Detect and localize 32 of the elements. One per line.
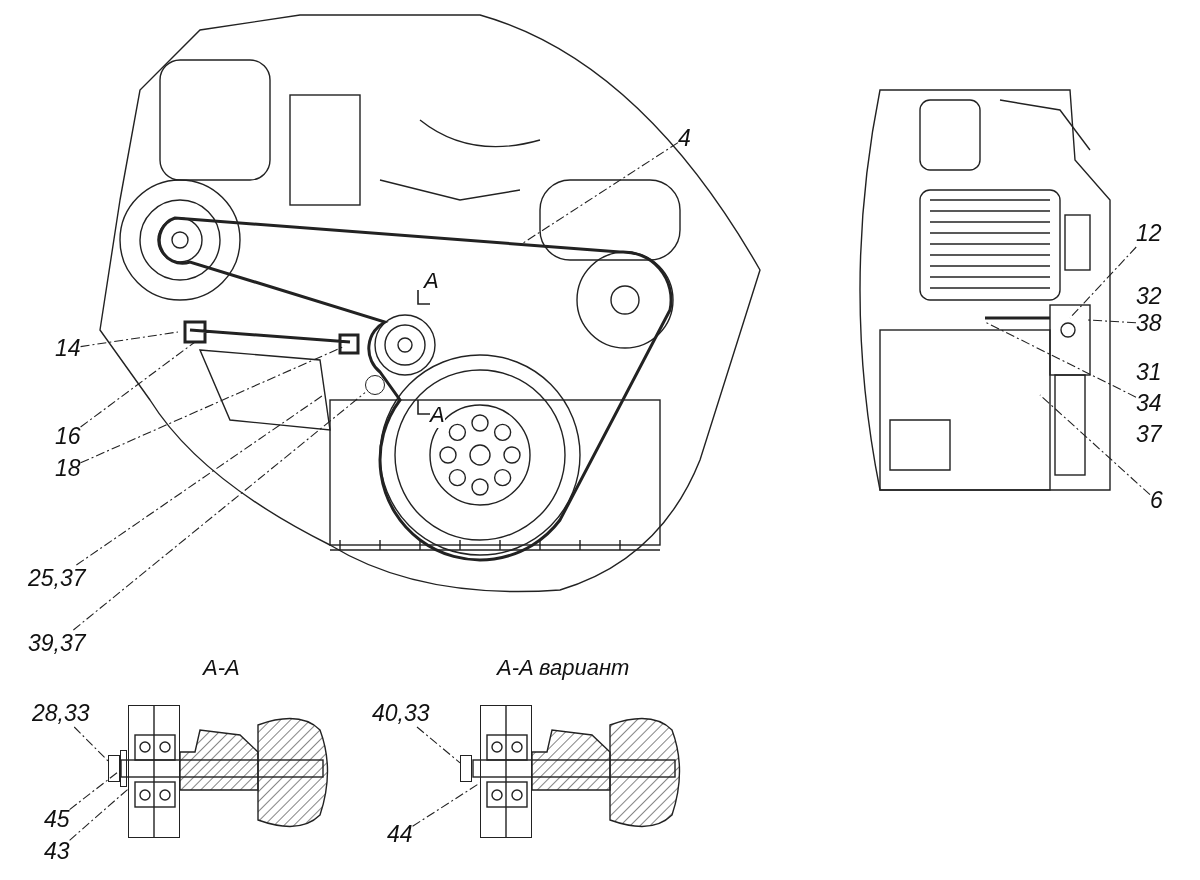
callout-number: 28,33: [32, 700, 90, 727]
bolt-head: [108, 755, 120, 782]
callout-number: 43: [44, 838, 70, 865]
callout-number: 25,37: [28, 565, 86, 592]
leader-line: [519, 142, 679, 246]
callout-number: 18: [55, 455, 81, 482]
callout-number: 12: [1136, 220, 1162, 247]
leader-line: [80, 331, 179, 348]
callout-number: 39,37: [28, 630, 86, 657]
callout-number: 40,33: [372, 700, 430, 727]
callout-number: 14: [55, 335, 81, 362]
callout-number: 45: [44, 806, 70, 833]
leader-line: [984, 321, 1137, 398]
pulley: [480, 705, 532, 838]
leader-line: [72, 392, 366, 631]
callout-number: 16: [55, 423, 81, 450]
leader-line: [1087, 319, 1137, 324]
leader-line: [69, 788, 129, 841]
leader-line: [1039, 394, 1151, 496]
leader-line: [69, 769, 121, 811]
callout-number: 44: [387, 821, 413, 848]
callout-number: 31 34 37: [1136, 357, 1162, 450]
callout-number: 4: [678, 125, 691, 152]
leader-line: [73, 726, 109, 762]
callout-number: 32 38: [1136, 283, 1162, 337]
leader-line: [1069, 246, 1137, 319]
washer: [120, 750, 127, 787]
bolt-head: [460, 755, 472, 782]
pulley: [128, 705, 180, 838]
callout-number: 6: [1150, 487, 1163, 514]
leader-line: [75, 395, 323, 566]
leader-line: [80, 341, 196, 428]
